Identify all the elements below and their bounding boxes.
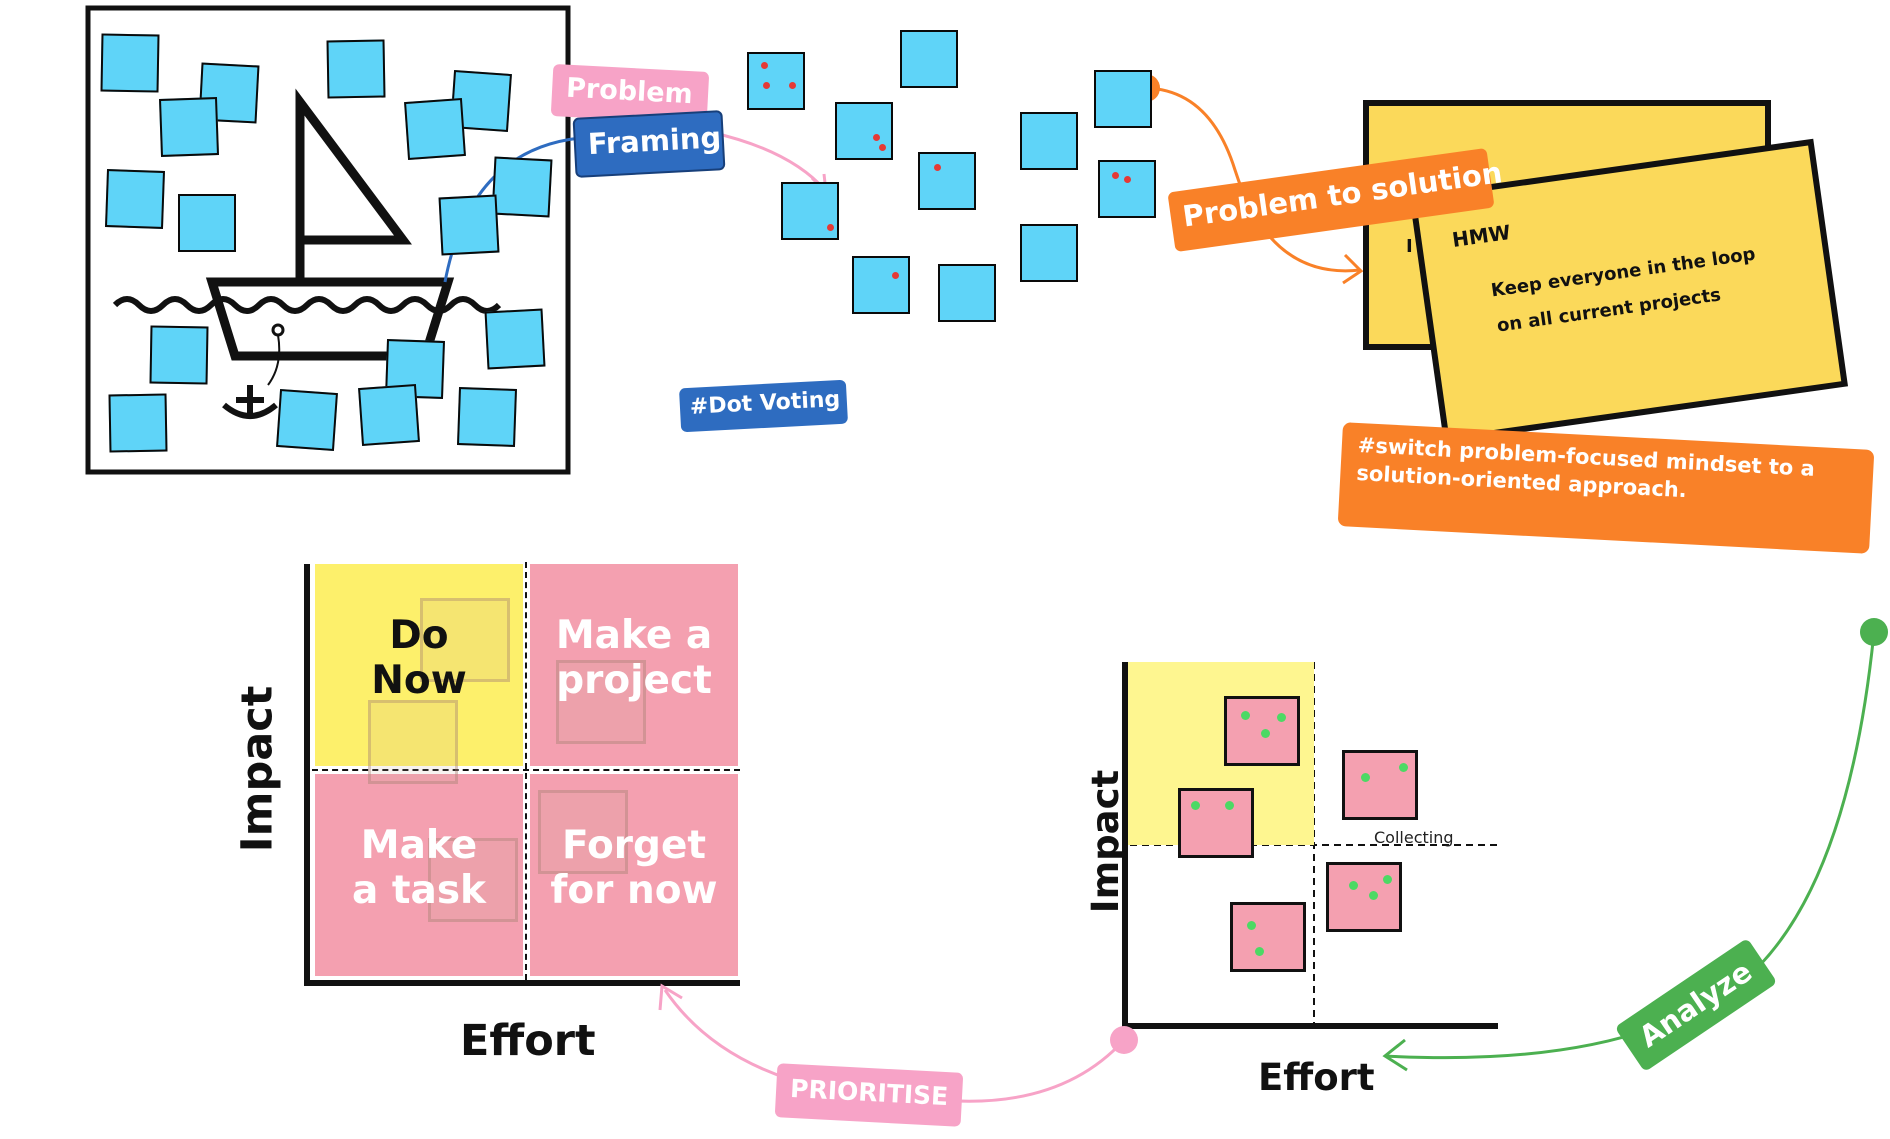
vote-dot [1247,921,1256,930]
sticky-note[interactable] [358,384,420,446]
idea-note[interactable] [1230,902,1306,972]
voted-note[interactable] [1098,160,1156,218]
sticky-note[interactable] [178,194,236,252]
sticky-note[interactable] [100,33,160,93]
hmw-back-letter: I [1406,236,1413,257]
forget-line1: Forget [561,823,707,868]
chart-y-axis-label: Impact [1084,769,1128,914]
matrix-x-axis-label: Effort [460,1016,596,1066]
sticky-note[interactable] [276,389,338,451]
sticky-note[interactable] [105,169,165,229]
do-now-line2: Now [371,657,467,703]
vote-dot [1383,875,1392,884]
vote-dot [1369,891,1378,900]
anchor-rope [267,334,281,386]
voted-note[interactable] [852,256,910,314]
framing-tag[interactable]: Framing [572,110,726,178]
sticky-note[interactable] [457,387,517,447]
vote-dot [1399,763,1408,772]
matrix-h-divider [312,769,740,771]
sticky-note[interactable] [108,393,168,453]
vote-dot [1191,801,1200,810]
vote-dot [1349,881,1358,890]
sticky-note[interactable] [900,30,958,88]
idea-note[interactable] [1224,696,1300,766]
vote-dot [1225,801,1234,810]
sticky-note[interactable] [938,264,996,322]
sticky-note[interactable] [438,194,500,256]
vote-dot [879,144,886,151]
quadrant-make-project[interactable] [530,564,738,766]
ghost-note [428,838,518,922]
collecting-label: Collecting [1374,828,1454,847]
idea-note[interactable] [1178,788,1254,858]
vote-dot [1241,711,1250,720]
matrix-y-axis-label: Impact [232,685,283,853]
idea-note[interactable] [1326,862,1402,932]
hmw-card-front [1409,138,1849,444]
make-project-line1: Make a [555,613,713,658]
make-task-line2: a task [351,867,486,913]
dot-voting-tag[interactable]: #Dot Voting [678,379,849,433]
chart-x-axis-label: Effort [1258,1056,1375,1099]
do-now-line1: Do [389,613,449,658]
sticky-note[interactable] [1020,224,1078,282]
voted-note[interactable] [781,182,839,240]
vote-dot [1255,947,1264,956]
quadrant-forget[interactable] [530,774,738,976]
quadrant-do-now[interactable] [315,564,523,766]
vote-dot [1124,176,1131,183]
ghost-note [538,790,628,874]
ghost-note [368,700,458,784]
prioritise-tag[interactable]: PRIORITISE [774,1063,964,1127]
quadrant-make-task[interactable] [315,774,523,976]
voted-note[interactable] [835,102,893,160]
sticky-note[interactable] [1020,112,1078,170]
vote-dot [761,62,768,69]
vote-dot [1112,172,1119,179]
forget-line2: for now [550,867,718,913]
matrix-v-divider [525,562,527,980]
vote-dot [934,164,941,171]
vote-dot [1261,729,1270,738]
anchor-ring [271,323,285,337]
idea-note[interactable] [1342,750,1418,820]
anchor-icon [222,385,278,419]
problem-to-solution-arrow [1145,86,1361,273]
make-project-line2: project [556,657,712,703]
sticky-note[interactable] [491,156,553,218]
waves [112,296,502,314]
boat-sail [295,88,412,245]
vote-dot [873,134,880,141]
vote-dot [892,272,899,279]
ghost-note [556,660,646,744]
vote-dot [1277,713,1286,722]
voted-note[interactable] [747,52,805,110]
brainstorm-frame [85,5,571,475]
make-task-line1: Make [360,823,478,868]
vote-dot [827,224,834,231]
sticky-note[interactable] [1094,70,1152,128]
vote-dot [763,82,770,89]
sticky-note[interactable] [159,97,219,157]
sticky-note[interactable] [326,39,386,99]
vote-dot [789,82,796,89]
sticky-note[interactable] [149,325,209,385]
voted-note[interactable] [918,152,976,210]
sticky-note[interactable] [484,308,546,370]
vote-dot [1361,773,1370,782]
ghost-note [420,598,510,682]
sticky-note[interactable] [404,98,466,160]
